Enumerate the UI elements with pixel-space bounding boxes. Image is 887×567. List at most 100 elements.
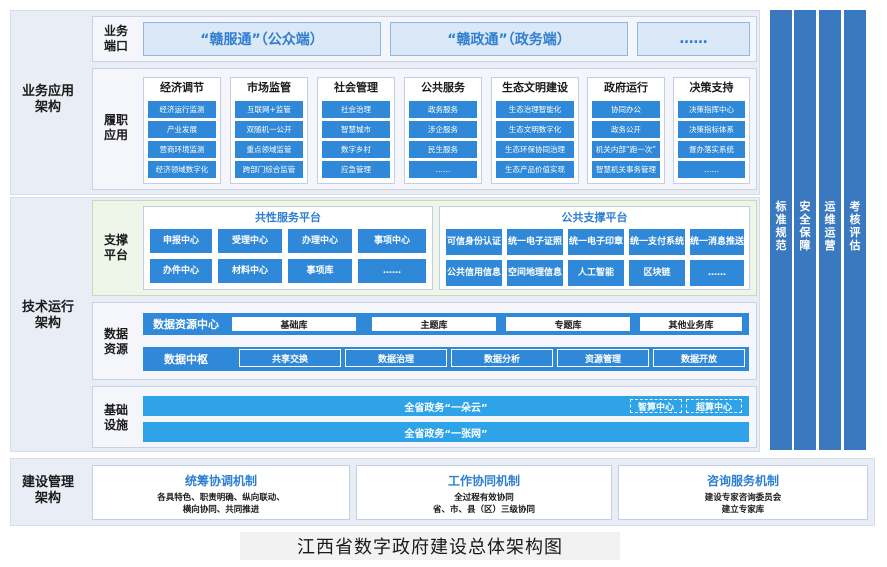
construction-layer-label: 建设管理架构 [21, 475, 74, 506]
vertical-char: 评 [849, 226, 861, 239]
business-layer-label: 业务应用架构 [21, 84, 74, 115]
func-item[interactable]: 涉企服务 [409, 121, 477, 138]
vertical-char: 估 [849, 239, 861, 252]
mech-consulting: 咨询服务机制 建设专家咨询委员会 建立专家库 [618, 465, 868, 520]
chip-common-more[interactable]: …… [358, 259, 426, 283]
chip-matter-center[interactable]: 事项中心 [358, 229, 426, 253]
func-item[interactable]: 生态环保协同治理 [496, 141, 574, 158]
func-item[interactable]: 经济运行监测 [148, 101, 216, 118]
gov-network-bar[interactable]: 全省政务“一张网” [143, 422, 749, 442]
chip-material-center[interactable]: 材料中心 [218, 259, 282, 283]
func-item[interactable]: 决策指标体系 [678, 121, 745, 138]
func-item[interactable]: 产业发展 [148, 121, 216, 138]
data-cell-base-db[interactable]: 基础库 [231, 316, 357, 332]
chip-message-push[interactable]: 统一消息推送 [690, 229, 744, 255]
vertical-char: 保 [799, 226, 811, 239]
vertical-char: 核 [849, 213, 861, 226]
func-item[interactable]: 政务公开 [592, 121, 660, 138]
chip-identity-auth[interactable]: 可信身份认证 [446, 229, 502, 255]
func-col-ecology: 生态文明建设 生态治理智能化 生态文明数字化 生态环保协同治理 生态产品价值实现 [491, 77, 579, 184]
func-item[interactable]: 应急管理 [322, 161, 390, 178]
vcol-assessment[interactable]: 考核评估 [844, 10, 866, 450]
data-row1-head: 数据资源中心 [153, 318, 219, 331]
chip-accept-center[interactable]: 受理中心 [218, 229, 282, 253]
support-label: 支撑平台 [103, 233, 128, 262]
func-title: 生态文明建设 [502, 81, 568, 94]
func-col-economy: 经济调节 经济运行监测 产业发展 营商环境监测 经济领域数字化 [143, 77, 221, 184]
chip-case-center[interactable]: 办件中心 [150, 259, 212, 283]
func-col-gov-ops: 政府运行 协同办公 政务公开 机关内部“跑一次” 智慧机关事务管理 [587, 77, 665, 184]
port-ganzhengtong[interactable]: “赣政通”（政务端） [390, 22, 628, 56]
chip-declare-center[interactable]: 申报中心 [150, 229, 212, 253]
func-item[interactable]: 决策指挥中心 [678, 101, 745, 118]
func-item[interactable]: 生态治理智能化 [496, 101, 574, 118]
func-item[interactable]: 生态产品价值实现 [496, 161, 574, 178]
vertical-char: 运 [824, 200, 836, 213]
func-item[interactable]: 民生服务 [409, 141, 477, 158]
func-item[interactable]: 政务服务 [409, 101, 477, 118]
chip-e-seal[interactable]: 统一电子印章 [568, 229, 624, 255]
func-item[interactable]: …… [678, 161, 745, 178]
ports-label: 业务端口 [103, 24, 128, 53]
gov-cloud-bar[interactable]: 全省政务“一朵云” 智算中心 超算中心 [143, 396, 749, 416]
func-item[interactable]: 经济领域数字化 [148, 161, 216, 178]
chip-geo-info[interactable]: 空间地理信息 [507, 260, 563, 286]
chip-handle-center[interactable]: 办理中心 [288, 229, 352, 253]
vertical-char: 标 [775, 200, 787, 213]
func-item[interactable]: …… [409, 161, 477, 178]
func-title: 社会管理 [334, 81, 378, 94]
chip-blockchain[interactable]: 区块链 [629, 260, 685, 286]
vertical-char: 营 [824, 239, 836, 252]
mech-desc: 横向协同、共同推进 [182, 505, 260, 515]
vcol-standards[interactable]: 标准规范 [770, 10, 792, 450]
func-title: 决策支持 [689, 81, 734, 94]
mech-collaboration: 工作协同机制 全过程有效协同 省、市、县（区）三级协同 [356, 465, 612, 520]
func-title: 政府运行 [604, 81, 648, 94]
data-cell-topic-db[interactable]: 主题库 [371, 316, 497, 332]
data-cell-resource-mgmt[interactable]: 资源管理 [557, 349, 649, 367]
chip-public-more[interactable]: …… [690, 260, 744, 286]
func-item[interactable]: 生态文明数字化 [496, 121, 574, 138]
mech-desc: 全过程有效协同 [454, 493, 514, 503]
super-compute-center-tag[interactable]: 超算中心 [686, 399, 742, 413]
data-cell-governance[interactable]: 数据治理 [345, 349, 447, 367]
data-cell-special-db[interactable]: 专题库 [505, 316, 631, 332]
mech-title: 统筹协调机制 [184, 474, 257, 488]
func-item[interactable]: 机关内部“跑一次” [592, 141, 660, 158]
func-item[interactable]: 双随机一公开 [235, 121, 303, 138]
func-item[interactable]: 督办落实系统 [678, 141, 745, 158]
chip-credit-info[interactable]: 公共信用信息 [446, 260, 502, 286]
vertical-char: 全 [799, 213, 811, 226]
ai-compute-center-tag[interactable]: 智算中心 [630, 399, 682, 413]
vertical-char: 规 [775, 226, 787, 239]
func-item[interactable]: 数字乡村 [322, 141, 390, 158]
func-title: 市场监管 [247, 81, 291, 94]
func-item[interactable]: 跨部门综合监管 [235, 161, 303, 178]
data-resource-center-row: 数据资源中心 基础库 主题库 专题库 其他业务库 [143, 313, 749, 335]
data-cell-other-db[interactable]: 其他业务库 [639, 316, 743, 332]
chip-payment[interactable]: 统一支付系统 [629, 229, 685, 255]
vertical-char: 考 [849, 200, 861, 213]
func-item[interactable]: 重点领域监管 [235, 141, 303, 158]
vertical-char: 准 [775, 213, 787, 226]
port-ganfutong[interactable]: “赣服通”（公众端） [143, 22, 381, 56]
func-col-decision: 决策支持 决策指挥中心 决策指标体系 督办落实系统 …… [673, 77, 750, 184]
func-title: 公共服务 [421, 81, 465, 94]
port-more[interactable]: …… [637, 22, 750, 56]
func-item[interactable]: 社会治理 [322, 101, 390, 118]
vcol-security[interactable]: 安全保障 [794, 10, 816, 450]
func-item[interactable]: 智慧城市 [322, 121, 390, 138]
mech-title: 咨询服务机制 [706, 474, 779, 488]
func-item[interactable]: 协同办公 [592, 101, 660, 118]
chip-e-license[interactable]: 统一电子证照 [507, 229, 563, 255]
chip-ai[interactable]: 人工智能 [568, 260, 624, 286]
vcol-operations[interactable]: 运维运营 [819, 10, 841, 450]
func-col-market: 市场监管 互联网+监管 双随机一公开 重点领域监管 跨部门综合监管 [230, 77, 308, 184]
chip-matter-db[interactable]: 事项库 [288, 259, 352, 283]
data-cell-analysis[interactable]: 数据分析 [451, 349, 553, 367]
func-item[interactable]: 智慧机关事务管理 [592, 161, 660, 178]
data-cell-exchange[interactable]: 共享交换 [239, 349, 341, 367]
func-item[interactable]: 互联网+监管 [235, 101, 303, 118]
data-cell-open-data[interactable]: 数据开放 [653, 349, 745, 367]
func-item[interactable]: 营商环境监测 [148, 141, 216, 158]
